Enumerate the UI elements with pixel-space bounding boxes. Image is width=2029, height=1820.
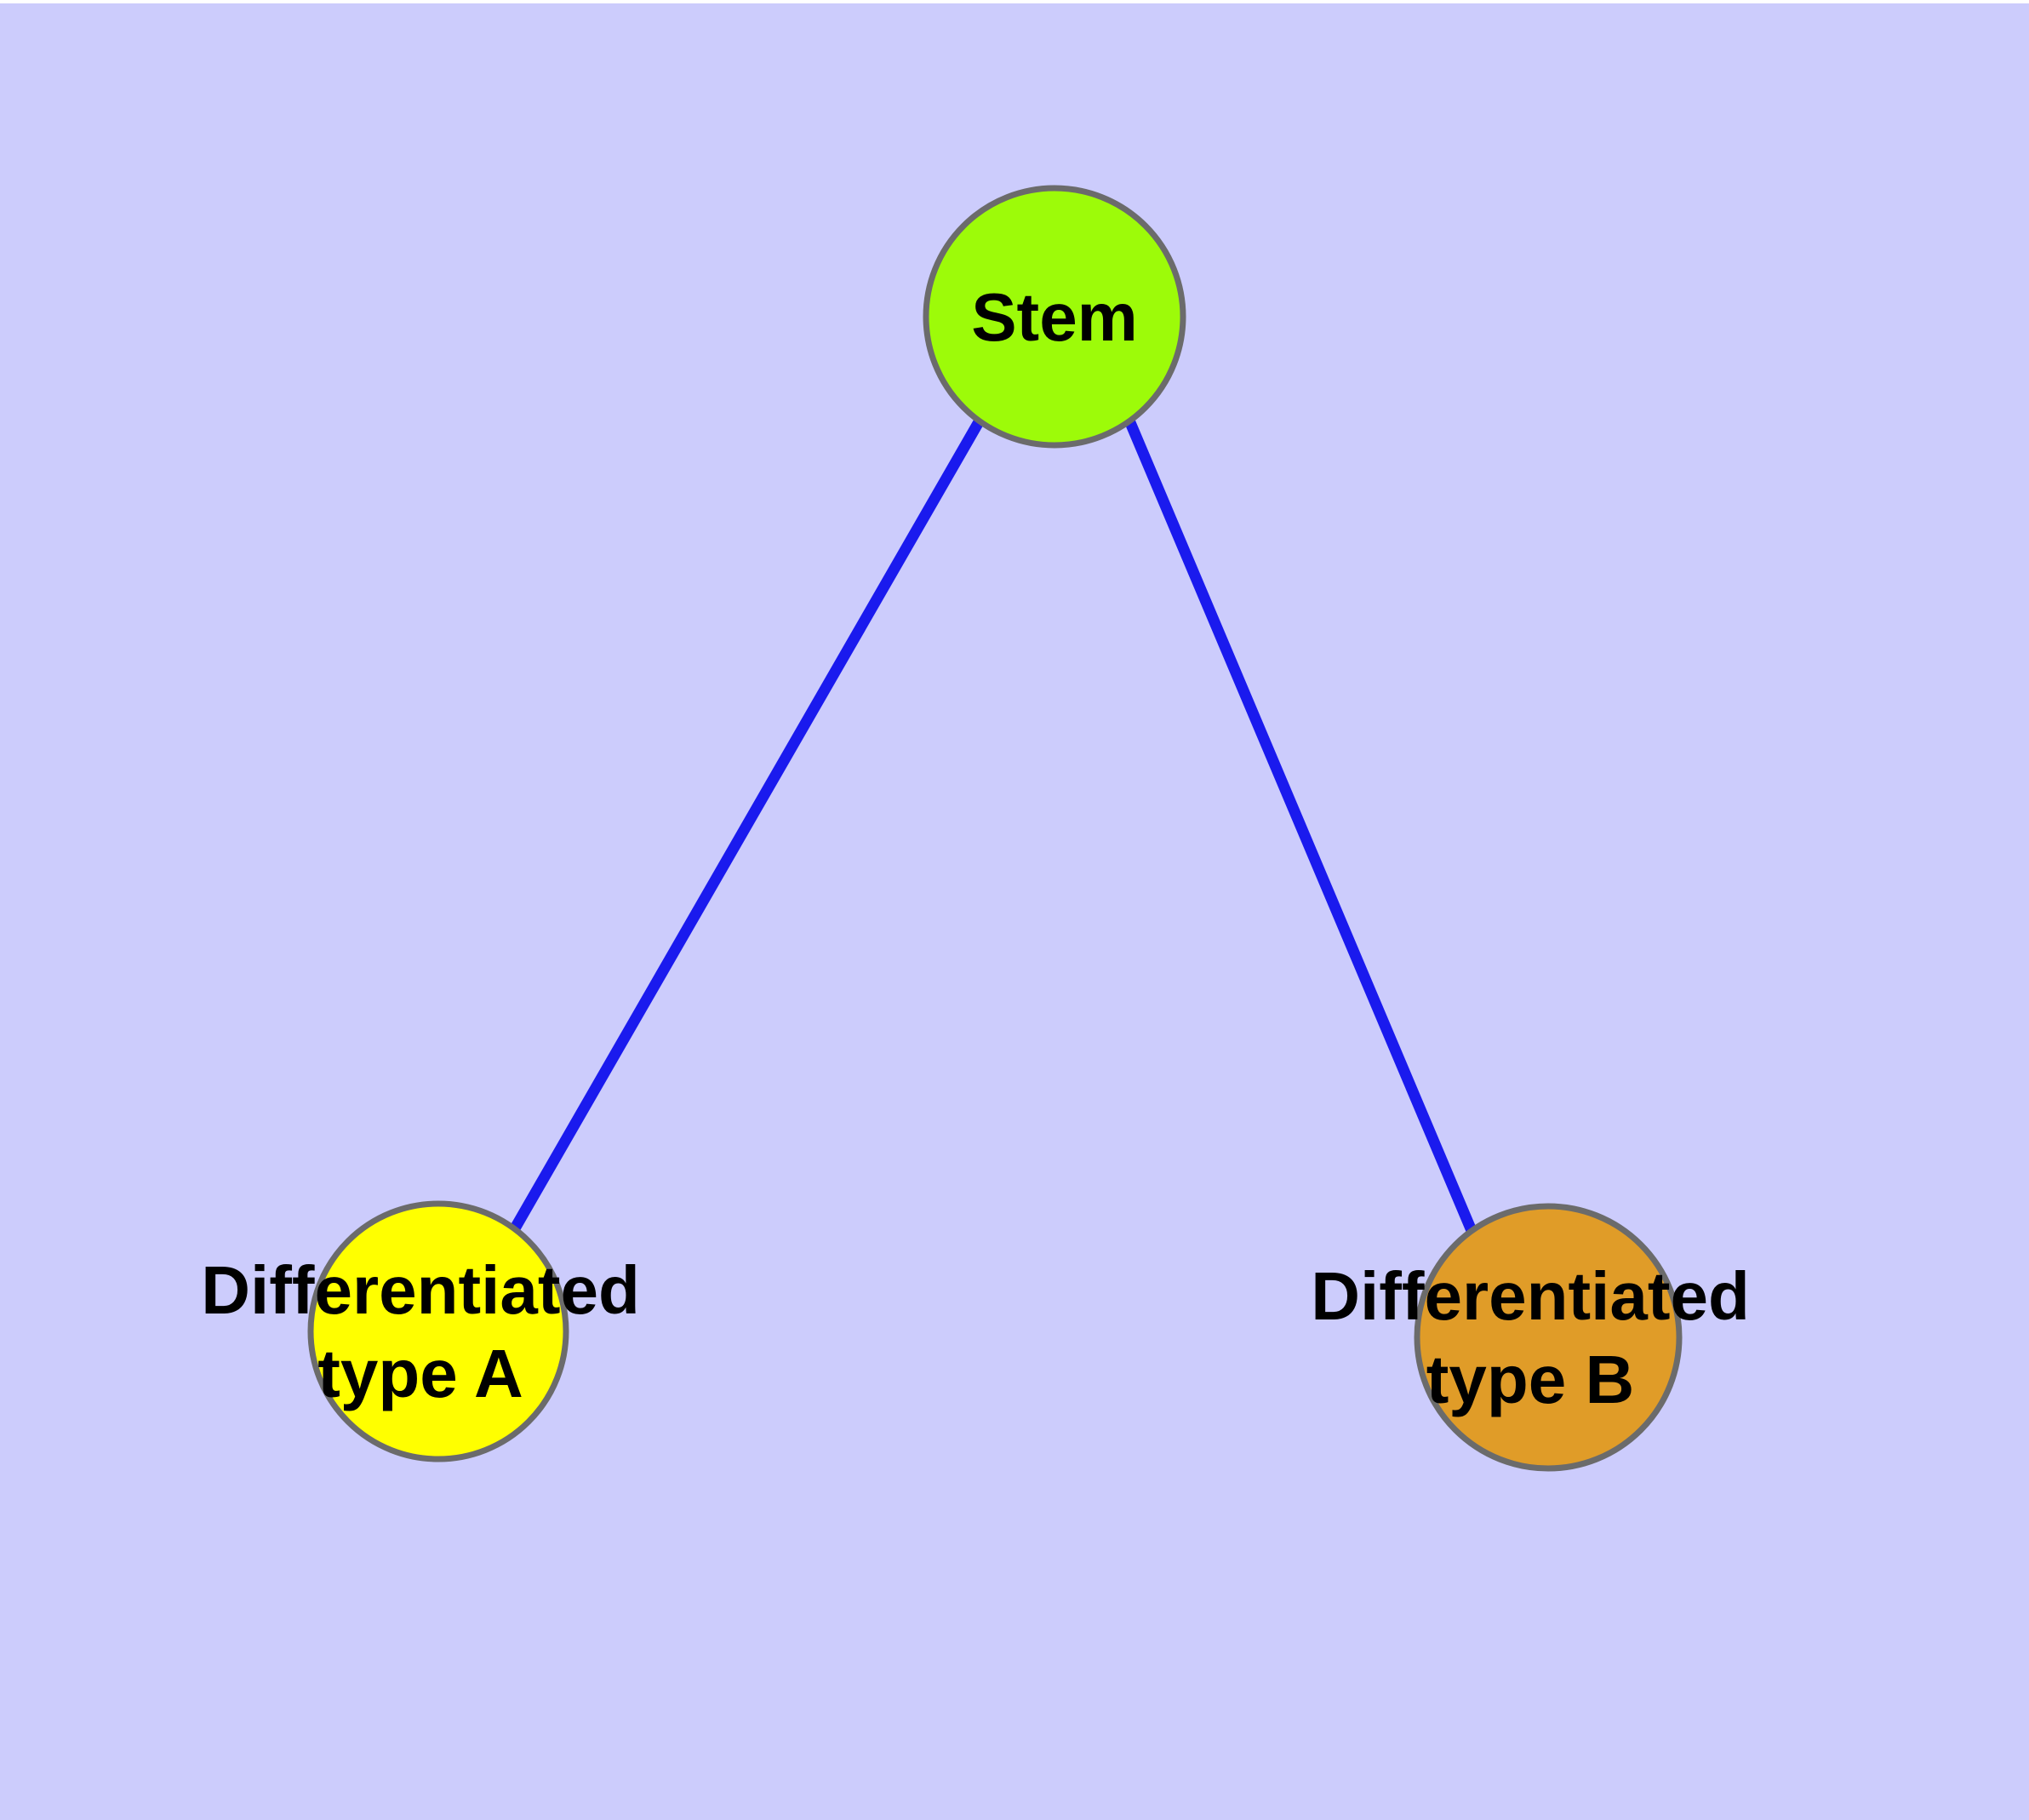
node-stem-label: Stem <box>971 279 1138 355</box>
node-label-line: Stem <box>971 279 1138 355</box>
node-layer <box>307 185 1683 1472</box>
edge-stem-to-diff-b[interactable] <box>1124 418 1477 1235</box>
node-diff-b-circle[interactable] <box>1414 1203 1683 1472</box>
label-layer: Stem Differentiated type A Differentiated… <box>201 279 1750 1417</box>
edge-stem-to-diff-a[interactable] <box>510 417 985 1232</box>
edge-layer <box>510 417 1477 1235</box>
node-diff-a-circle[interactable] <box>307 1200 569 1462</box>
node-diff-a-label: Differentiated type A <box>201 1252 640 1411</box>
node-label-line: type B <box>1426 1342 1635 1417</box>
node-label-line: Differentiated <box>1311 1258 1750 1334</box>
node-label-line: type A <box>317 1336 523 1411</box>
node-diff-b-label: Differentiated type B <box>1311 1258 1750 1417</box>
node-stem-circle[interactable] <box>923 185 1186 449</box>
node-label-line: Differentiated <box>201 1252 640 1328</box>
